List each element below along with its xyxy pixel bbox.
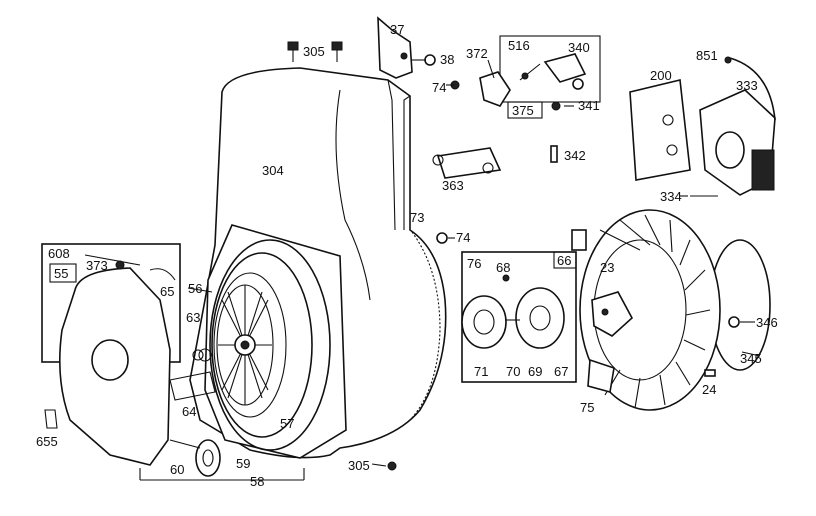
hardware-bolts <box>287 41 460 471</box>
key-24 <box>704 369 716 377</box>
label-71: 71 <box>474 364 488 379</box>
rewind-starter-cover <box>41 243 305 481</box>
top-bracket-37 <box>377 16 413 79</box>
control-bracket-assembly <box>479 35 601 119</box>
label-333: 333 <box>736 78 758 93</box>
label-63: 63 <box>186 310 200 325</box>
label-342: 342 <box>564 148 586 163</box>
label-372: 372 <box>466 46 488 61</box>
label-23: 23 <box>600 260 614 275</box>
label-345: 345 <box>740 351 762 366</box>
label-200: 200 <box>650 68 672 83</box>
pin-342 <box>550 145 558 163</box>
wire-connector-363 <box>432 147 502 179</box>
label-608: 608 <box>48 246 70 261</box>
drive-assembly-66 <box>461 251 577 383</box>
label-60: 60 <box>170 462 184 477</box>
label-55: 55 <box>54 266 68 281</box>
label-68: 68 <box>496 260 510 275</box>
label-58: 58 <box>250 474 264 489</box>
label-346: 346 <box>756 315 778 330</box>
label-340: 340 <box>568 40 590 55</box>
label-655: 655 <box>36 434 58 449</box>
label-37: 37 <box>390 22 404 37</box>
part-labels: 37 305 38 372 516 340 74 375 341 851 200… <box>36 22 778 489</box>
label-69: 69 <box>528 364 542 379</box>
label-373: 373 <box>86 258 108 273</box>
label-56: 56 <box>188 281 202 296</box>
label-59: 59 <box>236 456 250 471</box>
leader-lines <box>84 59 761 467</box>
flywheel-fan-23 <box>571 209 771 411</box>
label-516: 516 <box>508 38 530 53</box>
label-363: 363 <box>442 178 464 193</box>
label-305-bottom: 305 <box>348 458 370 473</box>
label-341: 341 <box>578 98 600 113</box>
label-66: 66 <box>557 253 571 268</box>
label-334: 334 <box>660 189 682 204</box>
label-74-top: 74 <box>432 80 446 95</box>
label-74-mid: 74 <box>456 230 470 245</box>
label-70: 70 <box>506 364 520 379</box>
label-851: 851 <box>696 48 718 63</box>
label-38: 38 <box>440 52 454 67</box>
blower-housing-plate <box>204 224 347 459</box>
label-64: 64 <box>182 404 196 419</box>
label-375: 375 <box>512 103 534 118</box>
label-73: 73 <box>410 210 424 225</box>
box-55 <box>49 263 77 283</box>
label-65: 65 <box>160 284 174 299</box>
label-57: 57 <box>280 416 294 431</box>
label-24: 24 <box>702 382 716 397</box>
label-76: 76 <box>467 256 481 271</box>
label-75: 75 <box>580 400 594 415</box>
bolt-373 <box>115 260 125 270</box>
label-305-top: 305 <box>303 44 325 59</box>
ignition-armature-assembly <box>629 56 776 197</box>
label-304: 304 <box>262 163 284 178</box>
box-66 <box>553 251 577 269</box>
label-67: 67 <box>554 364 568 379</box>
